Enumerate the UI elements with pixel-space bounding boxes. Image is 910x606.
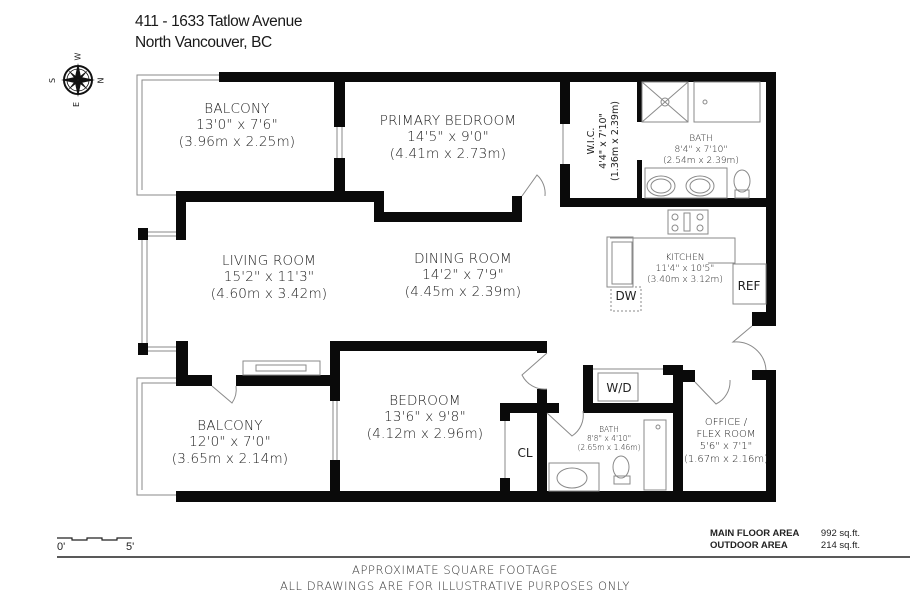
room-imperial: 13'6" x 9'8" — [384, 409, 466, 426]
room-name: BATH — [599, 425, 619, 434]
compass-label-e: E — [72, 101, 82, 108]
room-imperial: 12'0" x 7'0" — [189, 434, 271, 451]
area-row-outdoor: OUTDOOR AREA 214 sq.ft. — [710, 540, 860, 552]
area-row-main-floor: MAIN FLOOR AREA 992 sq.ft. — [710, 528, 860, 540]
room-name: DINING ROOM — [414, 251, 512, 267]
footer-line-2: ALL DRAWINGS ARE FOR ILLUSTRATIVE PURPOS… — [280, 579, 630, 593]
room-bedroom: BEDROOM 13'6" x 9'8" (4.12m x 2.96m) — [367, 393, 484, 442]
address-line-2: North Vancouver, BC — [135, 34, 272, 51]
room-metric: (4.41m x 2.73m) — [389, 145, 507, 162]
room-imperial: 14'5" x 9'0" — [407, 129, 489, 146]
address-line-1: 411 - 1633 Tatlow Avenue — [135, 13, 303, 30]
scale-bar — [57, 537, 910, 558]
room-name: PRIMARY BEDROOM — [379, 113, 517, 129]
room-name: W.I.C. — [586, 127, 598, 155]
room-balcony-bottom: BALCONY 12'0" x 7'0" (3.65m x 2.14m) — [172, 418, 289, 467]
room-imperial: 8'4" x 7'10" — [674, 144, 728, 155]
room-metric: (3.96m x 2.25m) — [178, 133, 296, 150]
washer-dryer-label: W/D — [606, 381, 632, 395]
room-metric: (2.65m x 1.46m) — [577, 443, 641, 453]
compass-label-n: N — [96, 77, 106, 84]
room-wic: W.I.C. 4'4" x 7'10" (1.36m x 2.39m) — [586, 101, 622, 181]
room-imperial: 14'2" x 7'9" — [422, 267, 504, 284]
room-balcony-top: BALCONY 13'0" x 7'6" (3.96m x 2.25m) — [179, 101, 296, 150]
room-metric: (1.36m x 2.39m) — [609, 101, 621, 181]
room-imperial: 13'0" x 7'6" — [196, 117, 278, 134]
room-primary-bedroom: PRIMARY BEDROOM 14'5" x 9'0" (4.41m x 2.… — [380, 113, 516, 162]
room-name: BALCONY — [204, 101, 270, 117]
room-name: LIVING ROOM — [221, 253, 317, 269]
closet-label: CL — [517, 446, 533, 460]
room-imperial: 4'4" x 7'10" — [598, 113, 610, 169]
room-metric: (3.40m x 3.12m) — [647, 274, 723, 285]
scale-start-label: 0' — [57, 541, 66, 553]
room-metric: (1.67m x 2.16m) — [683, 453, 769, 465]
room-name-line1: OFFICE / — [704, 417, 748, 428]
room-office-flex: OFFICE / FLEX ROOM 5'6" x 7'1" (1.67m x … — [684, 417, 768, 466]
room-imperial: 11'4" x 10'5" — [655, 263, 715, 274]
room-name: BATH — [689, 134, 713, 144]
room-metric: (4.45m x 2.39m) — [404, 283, 522, 300]
room-imperial: 5'6" x 7'1" — [699, 441, 753, 453]
footer-line-1: APPROXIMATE SQUARE FOOTAGE — [352, 563, 558, 577]
room-name: BEDROOM — [389, 393, 461, 409]
area-value: 214 sq.ft. — [820, 540, 860, 551]
room-name-line2: FLEX ROOM — [696, 429, 756, 441]
room-name: KITCHEN — [665, 253, 705, 263]
room-metric: (2.54m x 2.39m) — [663, 155, 739, 166]
compass-label-w: W — [73, 52, 83, 61]
scale-end-label: 5' — [126, 541, 135, 553]
room-living-room: LIVING ROOM 15'2" x 11'3" (4.60m x 3.42m… — [211, 253, 328, 302]
walls — [138, 72, 776, 502]
area-summary: MAIN FLOOR AREA 992 sq.ft. OUTDOOR AREA … — [710, 528, 860, 552]
compass-label-s: S — [48, 77, 58, 84]
room-metric: (4.60m x 3.42m) — [210, 285, 328, 302]
room-imperial: 8'8" x 4'10" — [586, 434, 632, 444]
compass-rose-icon — [61, 63, 95, 97]
area-label: OUTDOOR AREA — [710, 540, 788, 551]
area-label: MAIN FLOOR AREA — [710, 528, 800, 539]
room-metric: (3.65m x 2.14m) — [171, 450, 289, 467]
thin-lines — [136, 74, 767, 496]
room-metric: (4.12m x 2.96m) — [366, 425, 484, 442]
refrigerator-label: REF — [737, 279, 761, 293]
room-bath-primary: BATH 8'4" x 7'10" (2.54m x 2.39m) — [663, 134, 739, 167]
room-kitchen: KITCHEN 11'4" x 10'5" (3.40m x 3.12m) — [647, 253, 723, 286]
area-value: 992 sq.ft. — [820, 528, 860, 539]
room-name: BALCONY — [197, 418, 263, 434]
room-dining-room: DINING ROOM 14'2" x 7'9" (4.45m x 2.39m) — [405, 251, 522, 300]
room-imperial: 15'2" x 11'3" — [223, 269, 315, 286]
dishwasher-label: DW — [615, 289, 637, 303]
room-bath-second: BATH 8'8" x 4'10" (2.65m x 1.46m) — [577, 425, 640, 452]
